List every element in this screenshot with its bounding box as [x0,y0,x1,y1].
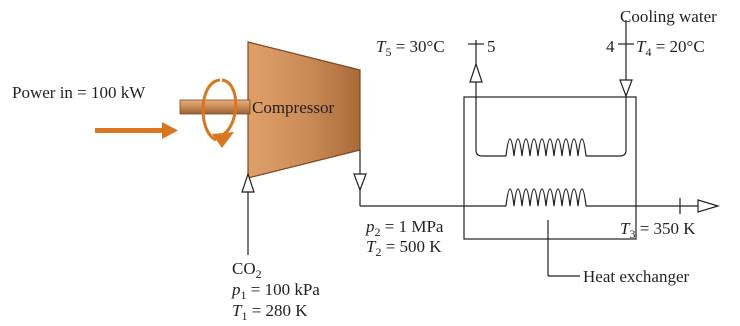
cooling-water-coil [469,20,633,157]
compressor-label: Compressor [252,98,335,117]
heat-exchanger-label: Heat exchanger [583,267,690,286]
power-in-label: Power in = 100 kW [12,83,146,102]
heat-exchanger-leader [547,220,580,277]
cooling-water-label: Cooling water [620,7,717,26]
state4-number: 4 [606,37,615,56]
inlet-gas-label: CO2 [232,259,262,281]
state1-pressure-label: p1 = 100 kPa [231,280,320,302]
state5-label: T5 = 30°C [376,37,445,59]
shaft [179,99,251,115]
rotation-arrow-icon [201,78,238,148]
state1-temperature-label: T1 = 280 K [232,301,308,323]
outlet-line [353,150,506,207]
inlet-line [241,172,255,255]
state5-number: 5 [487,37,496,56]
power-in-arrow-icon [95,122,178,139]
state2-temperature-label: T2 = 500 K [366,237,442,259]
state4-label: T4 = 20°C [636,37,705,59]
state3-label: T3 = 350 K [620,219,696,241]
state-ticks [468,43,681,214]
state2-pressure-label: p2 = 1 MPa [365,217,444,239]
heat-exchanger-box [463,96,637,240]
co2-coil [505,188,721,213]
